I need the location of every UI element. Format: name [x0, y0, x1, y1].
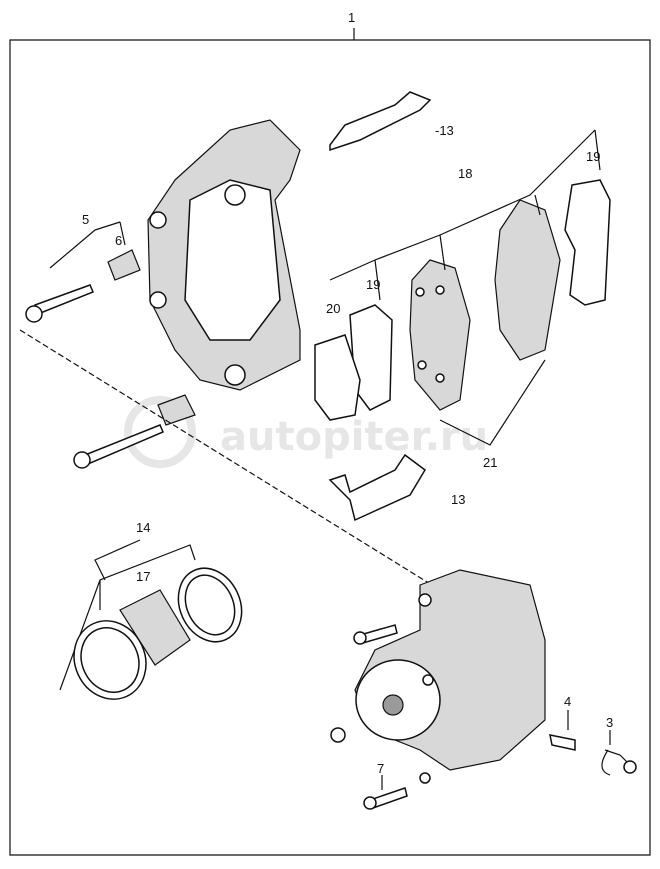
bleeder-screw — [549, 734, 576, 751]
bolt-upper — [353, 624, 398, 645]
brake-pad-inner — [409, 259, 471, 411]
assembly-frame — [9, 39, 651, 856]
shim-plate — [314, 334, 361, 421]
leader-5 — [49, 221, 126, 269]
watermark-text: autopiter.ru — [220, 414, 488, 460]
anti-rattle-clip-bottom — [328, 453, 426, 522]
shim-right — [564, 179, 611, 306]
brake-pad-outer — [494, 199, 561, 361]
bleeder-cap — [601, 749, 637, 776]
label-3: 3 — [606, 715, 613, 730]
label-18: 18 — [458, 166, 472, 181]
label-6: 6 — [115, 233, 122, 248]
label-19-right: 19 — [586, 149, 600, 164]
bolt-lower — [363, 787, 408, 810]
label-20: 20 — [326, 301, 340, 316]
label-1: 1 — [348, 10, 355, 25]
label-21: 21 — [483, 455, 497, 470]
label-17: 17 — [136, 569, 150, 584]
axis-line — [19, 329, 441, 591]
seal-kit — [59, 544, 243, 700]
caliper-bracket — [147, 119, 301, 391]
label-7: 7 — [377, 761, 384, 776]
caliper-body — [354, 569, 546, 784]
leader-small — [381, 710, 611, 790]
leader-pad-ticks — [374, 194, 541, 301]
leader-14 — [94, 539, 141, 581]
washer-small — [330, 727, 346, 743]
label-13-bottom: 13 — [451, 492, 465, 507]
label-4: 4 — [564, 694, 571, 709]
label-5: 5 — [82, 212, 89, 227]
leader-21 — [439, 359, 546, 446]
guide-pin-upper — [25, 249, 141, 323]
anti-rattle-clip-top — [329, 91, 432, 152]
label-13-top: -13 — [435, 123, 454, 138]
label-19-left: 19 — [366, 277, 380, 292]
guide-pin-lower — [73, 394, 196, 469]
label-14: 14 — [136, 520, 150, 535]
